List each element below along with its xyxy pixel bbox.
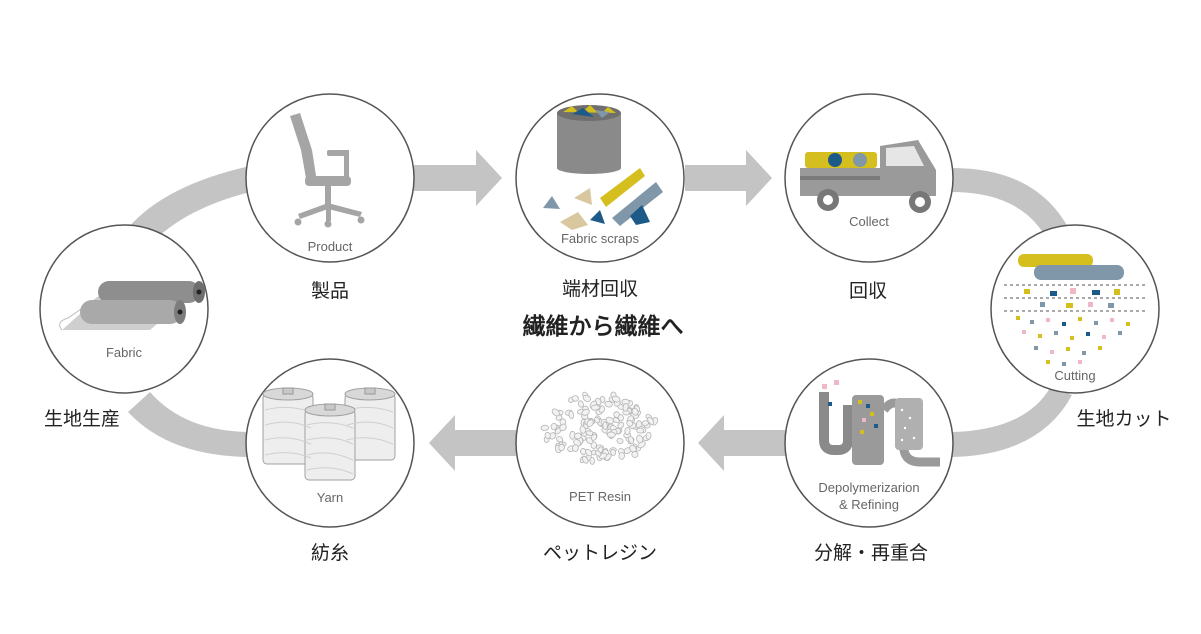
resin-pellet (591, 433, 597, 441)
resin-pellet (550, 423, 558, 431)
resin-pellet (585, 448, 593, 457)
resin-pellet (610, 448, 616, 456)
cut-pieces (1016, 288, 1130, 366)
resin-pellet (558, 443, 565, 452)
office-chair-icon (290, 113, 365, 228)
caption-scraps: Fabric scraps (561, 231, 640, 246)
resin-pellet (571, 395, 579, 402)
node-circle-resin (515, 358, 685, 528)
resin-pellet (645, 431, 652, 440)
scrap-bin-icon (557, 105, 621, 174)
pet-resin-pellets-icon (540, 391, 659, 465)
resin-pellet (556, 436, 564, 443)
resin-pellet (636, 427, 645, 434)
caption-yarn: Yarn (317, 490, 344, 505)
resin-pellet (622, 402, 629, 412)
fabric-rolls-icon (59, 281, 205, 331)
resin-pellet (579, 425, 586, 434)
resin-pellet (628, 435, 634, 445)
label-pet-resin: ペットレジン (542, 542, 658, 564)
resin-pellet (581, 455, 589, 464)
arrow-scraps-to-collect (685, 150, 772, 206)
resin-pellet (594, 416, 601, 424)
resin-pellet (589, 457, 595, 465)
resin-pellet (624, 427, 631, 436)
label-fabric-cutting: 生地カット (1076, 408, 1172, 430)
caption-depoly-line1: Depolymerizarion (818, 480, 919, 495)
resin-pellet (631, 407, 639, 416)
resin-pellet (602, 421, 608, 430)
caption-collect: Collect (849, 214, 889, 229)
resin-pellet (641, 420, 649, 426)
resin-pellet (544, 431, 551, 439)
resin-pellet (631, 451, 639, 458)
resin-pellet (618, 452, 625, 460)
resin-pellet (594, 450, 602, 457)
caption-fabric: Fabric (106, 345, 143, 360)
resin-pellet (559, 423, 567, 432)
label-collect: 回収 (848, 280, 888, 302)
yarn-spools-icon (262, 387, 396, 481)
resin-pellet (606, 431, 616, 438)
arc-cutting-to-depoly (952, 388, 1072, 457)
arc-yarn-to-fabric (128, 392, 252, 457)
label-scrap-collection: 端材回収 (561, 278, 639, 300)
resin-pellet (604, 400, 613, 408)
arc-collect-to-cutting (952, 168, 1072, 245)
arrow-depoly-to-resin (698, 415, 786, 471)
resin-pellet (605, 416, 614, 425)
resin-pellet (612, 417, 620, 424)
cutting-icon (1004, 254, 1146, 366)
arc-fabric-to-product (128, 166, 258, 245)
resin-pellet (551, 408, 560, 417)
resin-pellet (540, 424, 549, 431)
resin-pellet (616, 438, 624, 444)
depolymerization-plant-icon (819, 380, 940, 467)
resin-pellet (568, 410, 575, 419)
resin-pellet (582, 394, 592, 402)
resin-pellet (617, 421, 625, 429)
caption-resin: PET Resin (569, 489, 631, 504)
diagram-title: 繊維から繊維へ (522, 314, 684, 340)
arrow-product-to-scraps (414, 150, 502, 206)
resin-pellet (574, 432, 582, 440)
cycle-flow (128, 150, 1072, 471)
label-spinning: 紡糸 (310, 542, 350, 564)
resin-pellet (577, 400, 584, 408)
caption-depoly-line2: & Refining (839, 497, 899, 512)
caption-product: Product (308, 239, 353, 254)
resin-pellet (637, 441, 646, 449)
arrow-resin-to-yarn (429, 415, 516, 471)
label-depolymerization: 分解・再重合 (813, 542, 929, 564)
resin-pellet (626, 419, 634, 427)
label-product: 製品 (310, 280, 350, 302)
resin-pellet (617, 414, 624, 422)
resin-pellet (611, 395, 621, 403)
truck-icon (800, 140, 936, 213)
label-fabric-production: 生地生産 (43, 408, 121, 430)
resin-pellet (572, 444, 579, 452)
resin-pellet (590, 404, 600, 411)
caption-cutting: Cutting (1054, 368, 1095, 383)
resin-pellet (586, 419, 594, 428)
fabric-scraps-icon (543, 168, 663, 230)
resin-pellet (581, 408, 590, 416)
